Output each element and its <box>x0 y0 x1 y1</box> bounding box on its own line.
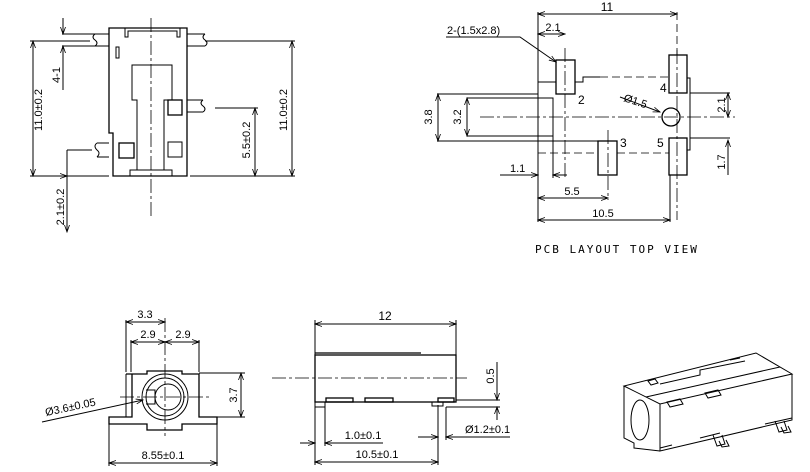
outline <box>538 76 600 83</box>
dim-peg: Ø1.2±0.1 <box>465 424 510 436</box>
pad-square <box>167 99 183 116</box>
top-details <box>645 357 781 408</box>
lead <box>187 99 206 113</box>
pad-square <box>118 142 135 159</box>
dim-height-right: 11.0±0.2 <box>278 89 290 131</box>
body-outline <box>108 370 218 431</box>
leader-line <box>446 36 556 62</box>
pad-callout: 2-(1.5x2.8) <box>447 25 500 37</box>
pcb-layout-view: 11 2.1 2-(1.5x2.8) 4 2 3.8 3.2 Ø1.5 2.1 … <box>423 0 735 256</box>
dim-hole: Ø1.5 <box>622 92 648 111</box>
pad-3 <box>597 140 618 176</box>
pad-4 <box>668 54 688 94</box>
dim-pin-ref: 4-1 <box>51 67 63 83</box>
lead <box>187 33 295 47</box>
pad-5 <box>668 137 688 176</box>
side-pad <box>325 397 354 403</box>
dim-height: 3.7 <box>228 387 240 402</box>
dim-pad-offset: 2.1 <box>545 22 560 34</box>
leader-line <box>619 96 660 113</box>
pin-tab <box>774 420 792 434</box>
dim-pad-height: 1.7 <box>716 154 728 169</box>
dim-pin-width: 1.0±0.1 <box>345 430 382 442</box>
bottom-details <box>659 417 793 449</box>
slot <box>115 46 120 59</box>
jack-opening <box>630 399 650 441</box>
pin-label-3: 3 <box>620 136 627 150</box>
dim-pin-span: 10.5±0.1 <box>356 449 399 461</box>
extension-lines <box>30 40 295 177</box>
side-pad <box>364 397 394 403</box>
front-view: 11.0±0.2 11.0±0.2 5.5±0.2 4-1 2.1±0.2 <box>30 18 295 232</box>
side-pad <box>437 397 455 403</box>
outline <box>687 77 691 151</box>
dim-height-left: 11.0±0.2 <box>33 89 45 131</box>
dim-overall-width: 3.3 <box>137 309 152 321</box>
dim-width: 11 <box>601 0 614 14</box>
leader-line <box>41 400 143 423</box>
pin-tab <box>712 434 730 448</box>
dim-half-right: 2.9 <box>175 329 190 341</box>
pin-label-4: 4 <box>660 81 667 95</box>
end-view: 3.3 2.9 2.9 3.7 Ø3.6±0.05 8.55±0.1 <box>41 309 245 466</box>
pad-2 <box>555 59 576 95</box>
hole <box>661 107 681 127</box>
dim-pin-pitch: 5.5±0.2 <box>241 122 253 159</box>
pin-label-2: 2 <box>578 93 585 107</box>
extension-lines <box>108 320 245 466</box>
isometric-view <box>622 352 794 452</box>
extension-lines <box>690 92 730 139</box>
dim-pad3-distance: 5.5 <box>564 186 579 198</box>
dim-half-left: 2.9 <box>140 329 155 341</box>
dim-edge-offset: 1.1 <box>510 163 525 175</box>
side-face <box>659 374 793 452</box>
front-face <box>623 386 661 452</box>
dim-pin-offset: 2.1±0.2 <box>55 189 67 226</box>
front-lip <box>314 401 326 408</box>
body-outline <box>108 27 188 177</box>
jack-outline <box>437 93 598 142</box>
dim-hole-offset: 2.1 <box>716 97 728 112</box>
pad-square <box>167 141 183 158</box>
dim-length: 12 <box>378 309 392 323</box>
inner-channel <box>131 64 173 170</box>
dim-pad5-distance: 10.5 <box>592 208 613 220</box>
dim-outer-height: 3.8 <box>423 109 435 124</box>
dim-inner-height: 3.2 <box>452 109 464 124</box>
side-view: 12 0.5 1.0±0.1 10.5±0.1 Ø1.2±0.1 <box>272 309 510 465</box>
pin-label-5: 5 <box>657 136 664 150</box>
lead <box>62 33 109 47</box>
lead <box>94 142 109 158</box>
view-caption: PCB LAYOUT TOP VIEW <box>535 243 699 256</box>
body-outline <box>314 354 457 403</box>
dim-offset: 0.5 <box>485 368 497 383</box>
dim-base-width: 8.55±0.1 <box>142 450 185 462</box>
top-clip <box>124 28 181 38</box>
